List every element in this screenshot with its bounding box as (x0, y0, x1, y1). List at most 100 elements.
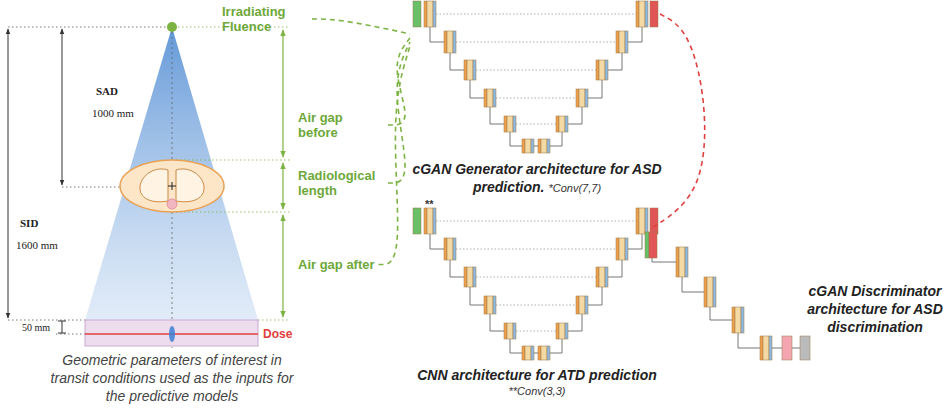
conv-layer (559, 116, 565, 132)
layer-link (588, 287, 602, 305)
conv-layer (585, 296, 588, 314)
conv-layer (484, 296, 487, 314)
conv-layer (447, 238, 453, 260)
caption-note: *Conv(7,7) (548, 182, 601, 194)
layer-link (628, 234, 642, 249)
radiological-length-dimension (282, 163, 283, 209)
conv-layer (473, 267, 476, 287)
phantom-body (120, 160, 224, 212)
layer-link (470, 80, 484, 98)
dimension-name: SID (20, 217, 38, 229)
conv-layer (433, 1, 436, 27)
detector-panel (85, 320, 258, 346)
conv-layer (636, 208, 639, 234)
panel-caption: Geometric parameters of interest in tran… (42, 351, 302, 405)
network-caption: cGAN Discriminator architecture for ASD … (803, 282, 947, 336)
parameter-label: Radiological length (298, 168, 384, 198)
conv-layer (599, 60, 605, 80)
layer-link (652, 258, 676, 262)
output-layer (800, 336, 810, 360)
conv-layer (522, 139, 525, 153)
unet-layers (413, 208, 658, 360)
conv-layer (424, 1, 427, 27)
conv-layer (493, 89, 496, 107)
conv-layer (576, 296, 579, 314)
conv-layer (547, 346, 550, 360)
layer-link (772, 348, 782, 349)
dose-label: Dose (263, 327, 292, 341)
conv-layer (513, 323, 516, 339)
conv-layer (713, 277, 716, 307)
input-layer (645, 232, 649, 258)
conv-layer (605, 267, 608, 287)
conv-layer (447, 31, 453, 53)
conv-layer (565, 116, 568, 132)
conv-layer (433, 208, 436, 234)
conv-layer (639, 208, 645, 234)
sid-dimension (8, 29, 9, 318)
skip-connection (436, 221, 636, 222)
conv-layer (467, 60, 473, 80)
conv-layer (625, 238, 628, 260)
dimension-value: 50 mm (22, 322, 50, 333)
layer-link (550, 132, 562, 146)
input-layer (649, 232, 657, 258)
layer-link (568, 107, 582, 124)
conv-layer (493, 296, 496, 314)
layer-link (568, 314, 582, 331)
conv-layer (676, 247, 679, 277)
conv-layer (484, 89, 487, 107)
input-parameter: Air gap after (298, 257, 375, 272)
conv-layer (513, 116, 516, 132)
conv-layer (559, 323, 565, 339)
conv-layer (639, 1, 645, 27)
layer-link (608, 260, 622, 277)
footnote-mark: ** (425, 198, 434, 210)
skip-connection (516, 124, 556, 125)
skip-connection (516, 331, 556, 332)
conv-layer (453, 238, 456, 260)
conv-layer (619, 238, 625, 260)
conv-layer (541, 139, 547, 153)
layer-link (682, 277, 704, 292)
skip-connection (496, 98, 576, 99)
conv-layer (735, 307, 741, 333)
conv-layer (616, 31, 619, 53)
conv-layer (679, 247, 685, 277)
layer-link (450, 53, 464, 70)
parameter-label: Air gap before (298, 110, 384, 140)
dim-guide (172, 212, 290, 213)
source-point (167, 22, 177, 32)
conv-layer (424, 208, 427, 234)
layer-link (430, 234, 444, 249)
conv-layer (769, 336, 772, 360)
layer-link (792, 348, 800, 349)
conv-layer (565, 323, 568, 339)
conv-layer (704, 277, 707, 307)
conv-layer (538, 139, 541, 153)
conv-layer (541, 346, 547, 360)
output-layer (650, 1, 658, 27)
conv-layer (596, 60, 599, 80)
input-layer (413, 1, 421, 27)
cnn-network: CNN architecture for ATD prediction**Con… (410, 207, 660, 363)
dim-guide (8, 320, 85, 321)
conv-layer (645, 208, 648, 234)
conv-layer (732, 307, 735, 333)
conv-layer (487, 296, 493, 314)
parameter-label: Air gap after (298, 257, 375, 272)
conv-layer (427, 1, 433, 27)
caption-text: cGAN Discriminator architecture for ASD … (807, 283, 943, 335)
conv-layer (636, 1, 639, 27)
layer-link (628, 27, 642, 42)
layer-link (550, 339, 562, 353)
conv-layer (579, 89, 585, 107)
generator-network: cGAN Generator architecture for ASD pred… (410, 0, 660, 156)
conv-layer (599, 267, 605, 287)
caption-text: CNN architecture for ATD prediction (417, 367, 657, 383)
conv-layer (576, 89, 579, 107)
layer-link (450, 260, 464, 277)
